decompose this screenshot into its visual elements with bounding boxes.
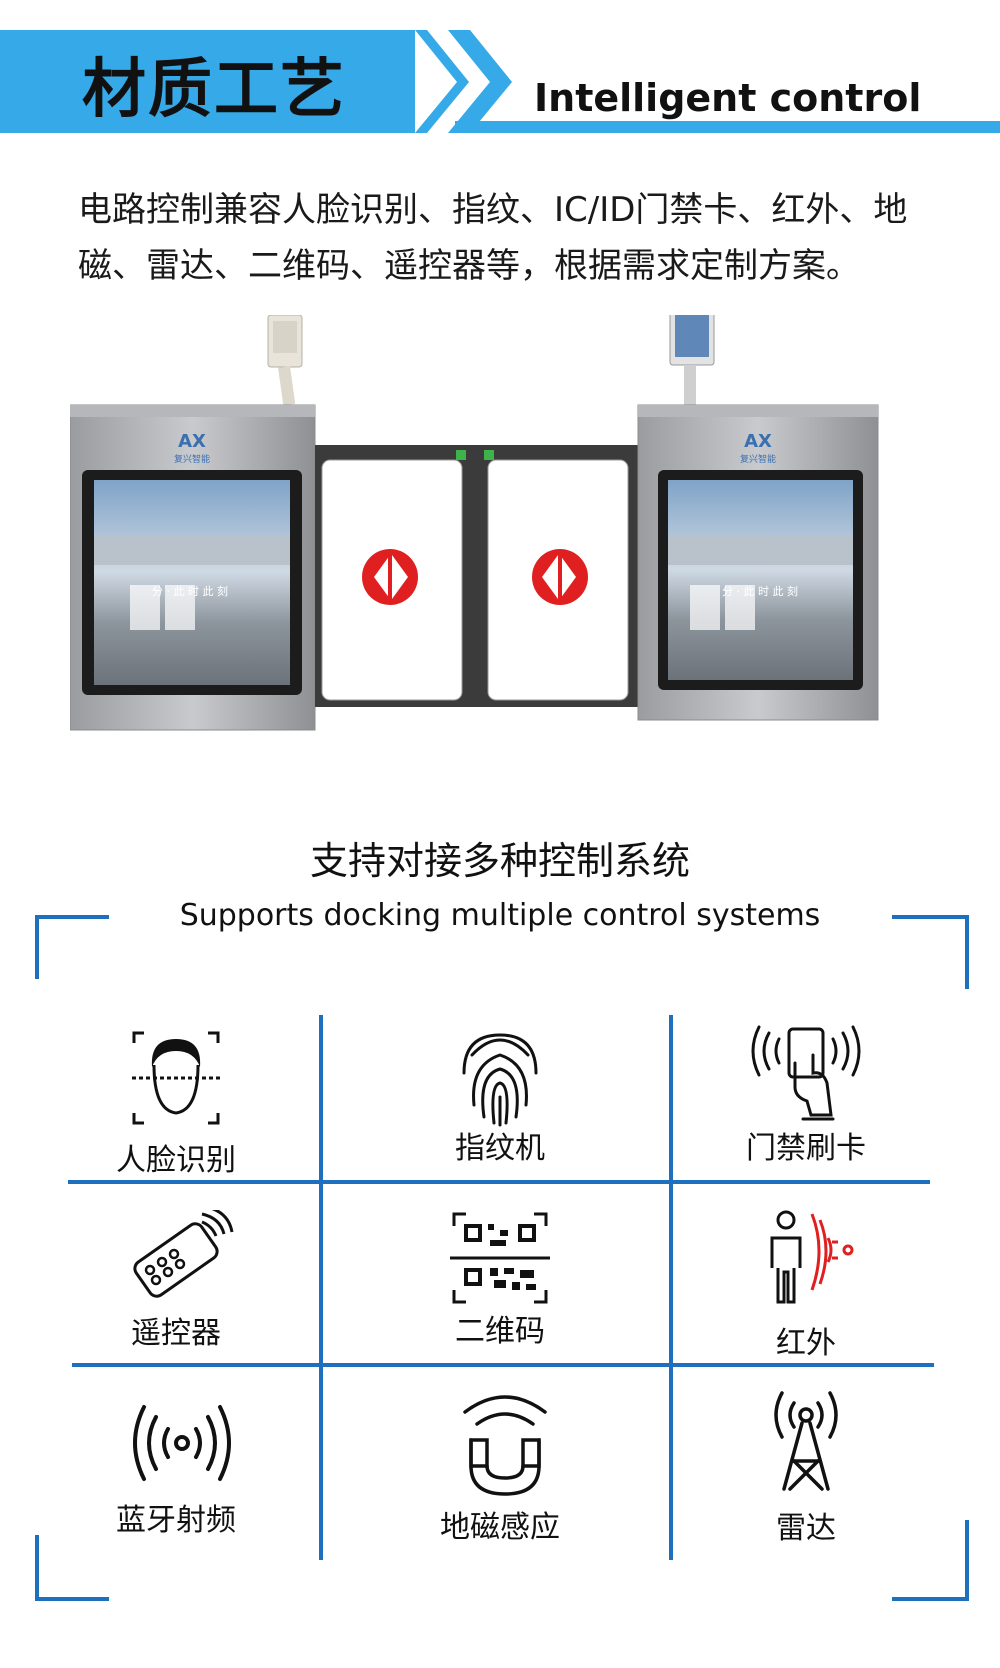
remote-control-icon — [133, 1210, 234, 1298]
frame-corner-top-right — [892, 915, 969, 989]
system-label: 红外 — [776, 1326, 836, 1361]
frame-corner-top-left — [35, 915, 109, 979]
grid-divider-h1 — [68, 1180, 930, 1184]
intro-paragraph: 电路控制兼容人脸识别、指纹、IC/ID门禁卡、红外、地磁、雷达、二维码、遥控器等… — [78, 190, 908, 286]
systems-heading-en: Supports docking multiple control system… — [179, 898, 821, 933]
system-bluetooth-rf: 蓝牙射频 — [26, 1395, 326, 1585]
page-subtitle-en: Intelligent control — [534, 76, 922, 120]
system-qr-code: 二维码 — [350, 1210, 650, 1400]
system-geomagnetic: 地磁感应 — [350, 1390, 650, 1580]
system-label: 遥控器 — [131, 1316, 221, 1351]
frame-corner-bottom-right — [892, 1520, 969, 1601]
right-face-reader — [669, 315, 715, 405]
left-brand-label: 复兴智能 — [174, 453, 210, 465]
grid-divider-v1 — [319, 1015, 323, 1560]
radar-icon — [774, 1391, 838, 1491]
system-radar: 雷达 — [656, 1385, 956, 1575]
right-brand-label: 复兴智能 — [740, 453, 776, 465]
system-infrared: 红外 — [656, 1210, 956, 1400]
face-recognition-icon — [132, 1031, 220, 1125]
grid-divider-v2 — [669, 1015, 673, 1560]
system-label: 雷达 — [776, 1511, 836, 1546]
svg-text:AX: AX — [178, 431, 206, 452]
system-fingerprint: 指纹机 — [350, 1025, 650, 1215]
system-card-swipe: 门禁刷卡 — [656, 1025, 956, 1215]
page-title: 材质工艺 — [82, 53, 346, 127]
right-screen-text: 分 · 此 时 此 刻 — [722, 584, 798, 598]
system-label: 指纹机 — [455, 1131, 545, 1166]
bluetooth-rf-icon — [133, 1405, 231, 1481]
svg-text:AX: AX — [744, 431, 772, 452]
left-face-reader — [267, 315, 303, 406]
systems-heading-cn: 支持对接多种控制系统 — [309, 839, 690, 883]
system-face-recognition: 人脸识别 — [26, 1025, 326, 1215]
system-label: 门禁刷卡 — [746, 1131, 866, 1166]
system-label: 二维码 — [455, 1314, 545, 1349]
card-swipe-icon — [751, 1025, 861, 1121]
fingerprint-icon — [462, 1033, 538, 1127]
frame-corner-bottom-left — [35, 1535, 109, 1601]
qr-code-icon — [450, 1212, 550, 1304]
geomagnetic-icon — [463, 1395, 547, 1496]
system-remote-control: 遥控器 — [26, 1210, 326, 1400]
infrared-icon — [770, 1210, 854, 1304]
system-label: 人脸识别 — [116, 1143, 236, 1178]
system-label: 地磁感应 — [440, 1510, 560, 1545]
left-screen-text: 分 · 此 时 此 刻 — [152, 584, 228, 598]
turnstile-gate-image: AX 复兴智能 分 · 此 时 此 刻 AX 复兴智能 分 · 此 时 此 刻 — [70, 315, 879, 731]
system-label: 蓝牙射频 — [116, 1503, 236, 1538]
header-banner — [0, 30, 1000, 133]
grid-divider-h2 — [72, 1363, 934, 1367]
